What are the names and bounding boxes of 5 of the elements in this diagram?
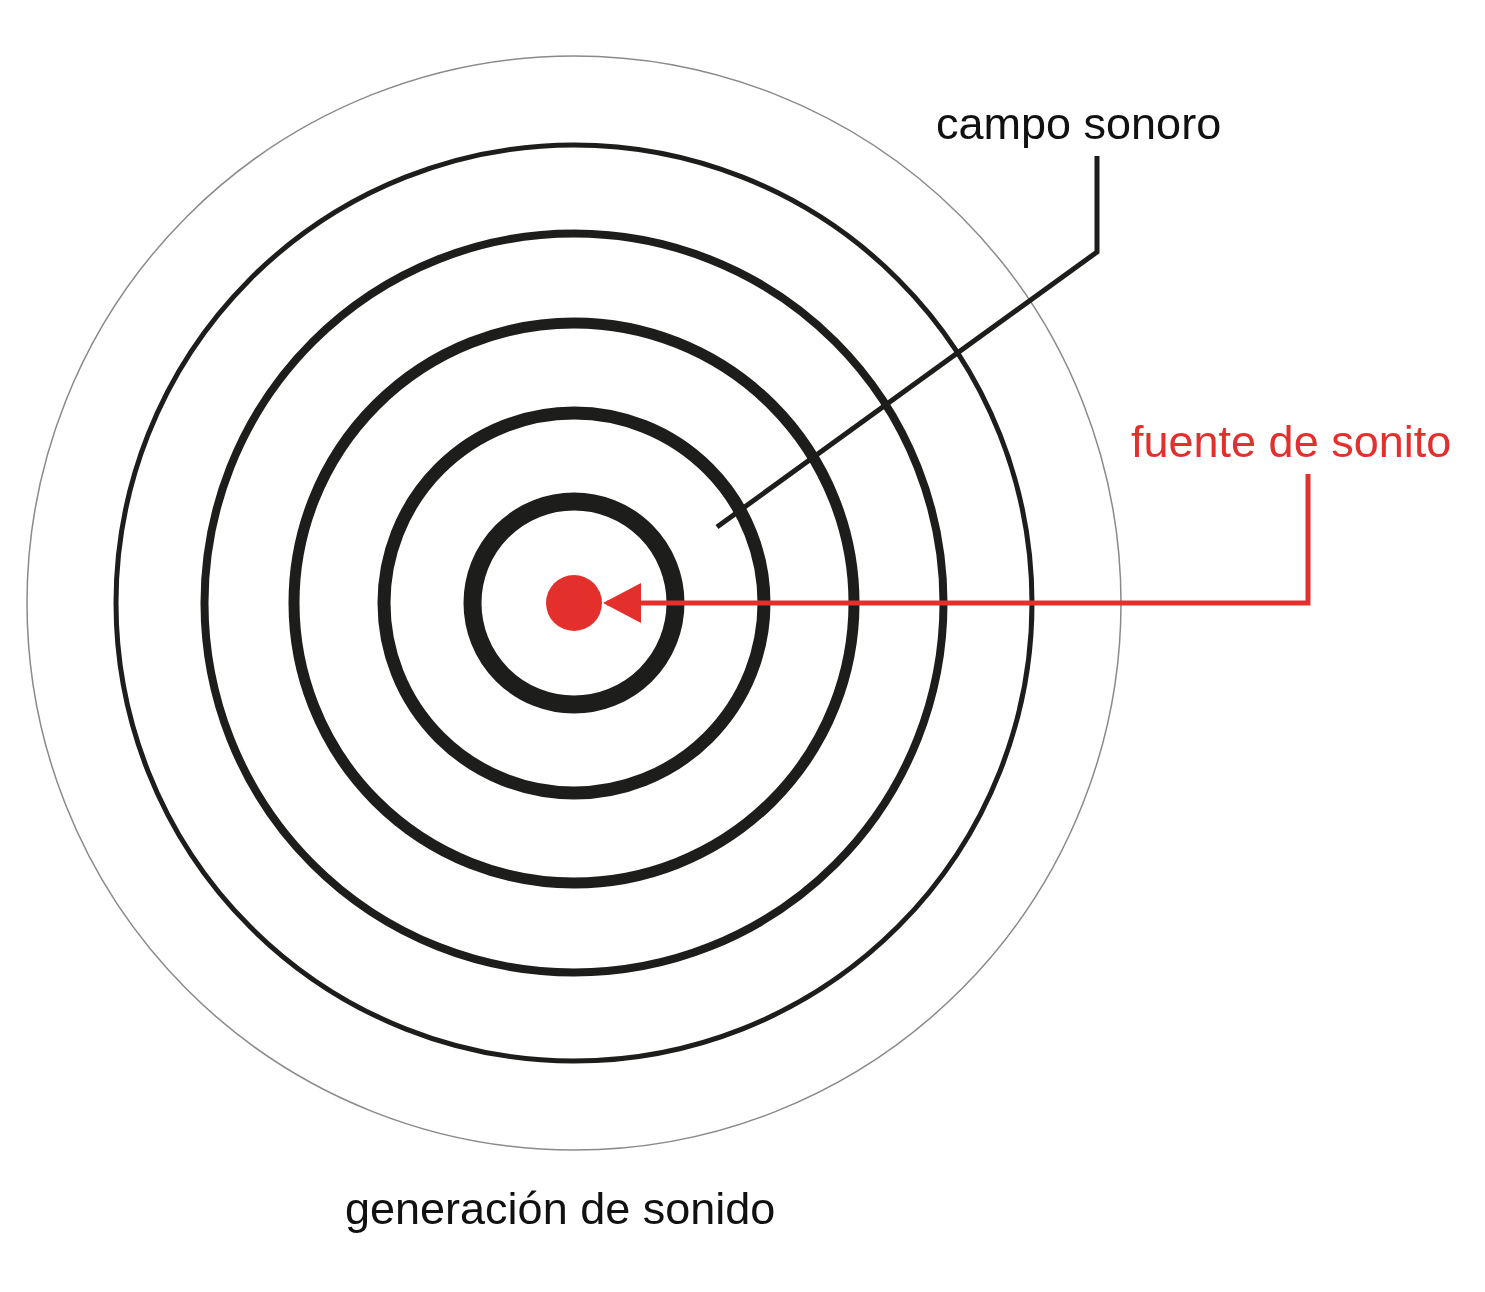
callout-label: campo sonoro <box>936 98 1222 150</box>
arrow <box>603 474 1311 623</box>
leader-line <box>715 156 1100 530</box>
callout-label: fuente de sonito <box>1131 416 1452 468</box>
caption: generación de sonido <box>345 1183 776 1235</box>
